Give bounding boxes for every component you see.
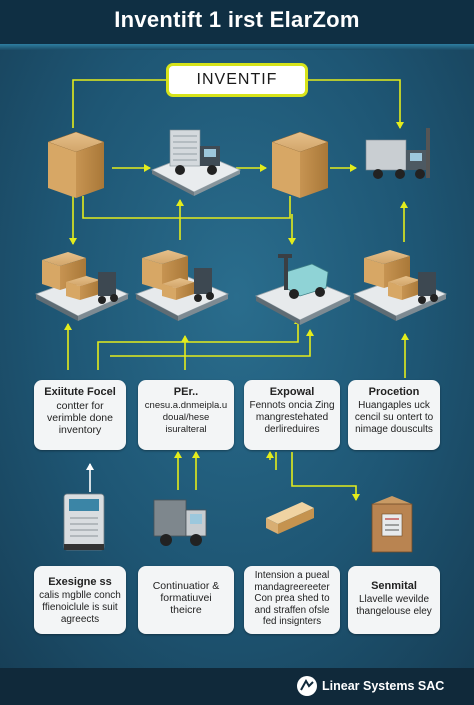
hand-truck-icon	[255, 254, 351, 325]
step-card-4: Procetion Huangaples uck cencil su onter…	[348, 380, 440, 450]
step-card-1: Exiitute Focel contter for verimble done…	[34, 380, 126, 450]
page-title: Inventift 1 irst ElarZom	[0, 0, 474, 46]
connector-cross-1	[97, 317, 302, 370]
cardboard-box-icon	[271, 131, 329, 198]
detail-card-body: Continuatior & formatiuvei theicre	[152, 580, 220, 616]
step-card-body: Huangaples uck cencil su ontert to nimag…	[354, 400, 434, 435]
brand-name: Linear Systems SAC	[322, 679, 445, 693]
detail-card-3: Intension a pueal mandagreereeter Con pr…	[244, 566, 340, 634]
detail-card-title: Exesigne ss	[48, 576, 112, 588]
connector-cross-2	[110, 329, 314, 357]
connector-to-crate	[291, 452, 360, 501]
footer-bar	[0, 668, 474, 705]
box-pallet-truck-icon	[35, 252, 130, 321]
detail-card-title: Senmital	[371, 580, 417, 592]
cardboard-box-icon	[47, 131, 105, 198]
delivery-van-icon	[153, 499, 207, 546]
connector-expowal	[270, 452, 276, 470]
detail-card-2: Continuatior & formatiuvei theicre	[138, 566, 234, 634]
linear-systems-logo-icon	[297, 676, 317, 696]
detail-card-body: Llavelle wevilde thangelouse eley	[356, 594, 432, 617]
box-forklift-icon	[135, 250, 230, 321]
detail-card-1: Exesigne ss calis mgblle conch ffienoicl…	[34, 566, 126, 634]
server-truck-icon	[151, 129, 241, 196]
box-package-icon	[266, 502, 314, 534]
diagram-title: INVENTIF	[166, 63, 308, 97]
delivery-truck-icon	[365, 128, 430, 179]
storage-crate-icon	[371, 496, 413, 553]
connector-top-loop	[72, 79, 400, 128]
step-card-body: contter for verimble done inventory	[47, 400, 113, 436]
step-card-body: Fennots oncia Zing mangrestehated derlir…	[249, 400, 335, 435]
connector-row-bridge	[82, 196, 291, 240]
header-divider	[0, 44, 474, 50]
detail-card-4: Senmital Llavelle wevilde thangelouse el…	[348, 566, 440, 634]
step-card-body: cnesu.a.dnmeipla.u doual/hese isuraltera…	[144, 400, 228, 435]
detail-card-body: Intension a pueal mandagreereeter Con pr…	[254, 570, 330, 627]
step-card-title: Exiitute Focel	[44, 386, 116, 398]
detail-card-body: calis mgblle conch ffienoiclule is suit …	[39, 590, 121, 625]
step-card-3: Expowal Fennots oncia Zing mangrestehate…	[244, 380, 340, 450]
flow-connectors	[64, 79, 409, 501]
step-card-title: Procetion	[368, 386, 420, 398]
step-card-title: Expowal	[269, 386, 315, 398]
box-pallet-truck-icon	[353, 250, 448, 321]
server-terminal-icon	[63, 493, 105, 551]
step-card-2: PEr.. cnesu.a.dnmeipla.u doual/hese isur…	[138, 380, 234, 450]
step-card-title: PEr..	[173, 386, 199, 398]
